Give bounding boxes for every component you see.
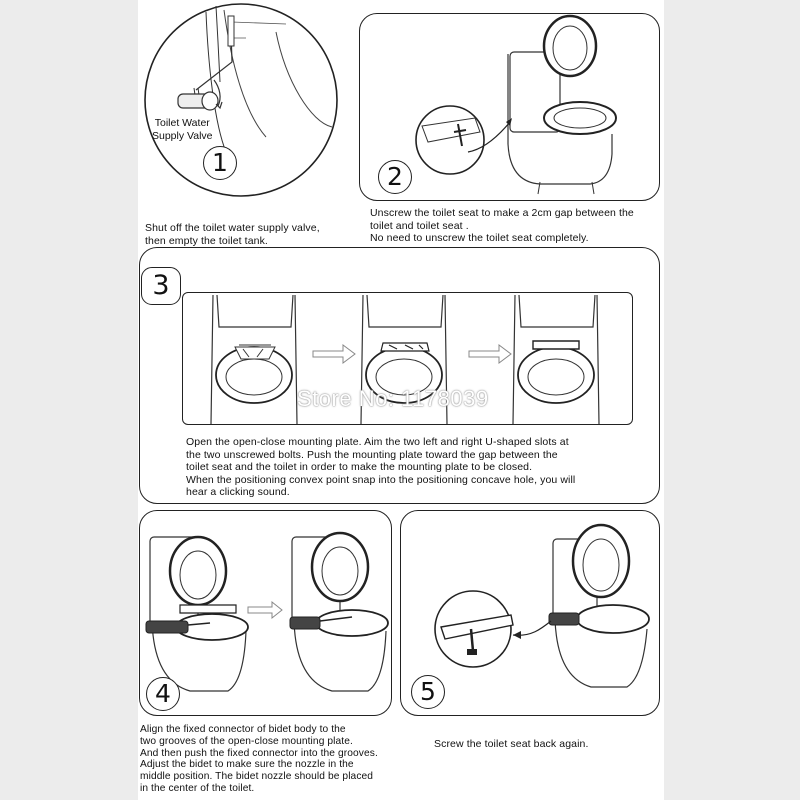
step5-caption: Screw the toilet seat back again. — [434, 738, 589, 750]
step-number-3: 3 — [141, 267, 181, 305]
step1-caption: Shut off the toilet water supply valve, … — [145, 222, 320, 247]
step3-mounting-plate-illustration — [183, 293, 632, 424]
step4-bidet-attach-illustration — [140, 511, 391, 715]
store-watermark: Store No: 1178039 — [297, 386, 489, 411]
step-number-2: 2 — [378, 160, 412, 194]
step2-unscrew-illustration — [360, 14, 660, 200]
step4-caption: Align the fixed connector of bidet body … — [140, 724, 378, 794]
step-number-5: 5 — [411, 675, 445, 709]
supply-valve-label: Toilet Water Supply Valve — [152, 117, 213, 142]
step5-screw-back-illustration — [401, 511, 659, 715]
step-number-1: 1 — [203, 146, 237, 180]
step2-caption: Unscrew the toilet seat to make a 2cm ga… — [370, 207, 634, 244]
step1-valve-illustration — [136, 2, 346, 202]
step3-caption: Open the open-close mounting plate. Aim … — [186, 436, 576, 498]
step-number-4: 4 — [146, 677, 180, 711]
